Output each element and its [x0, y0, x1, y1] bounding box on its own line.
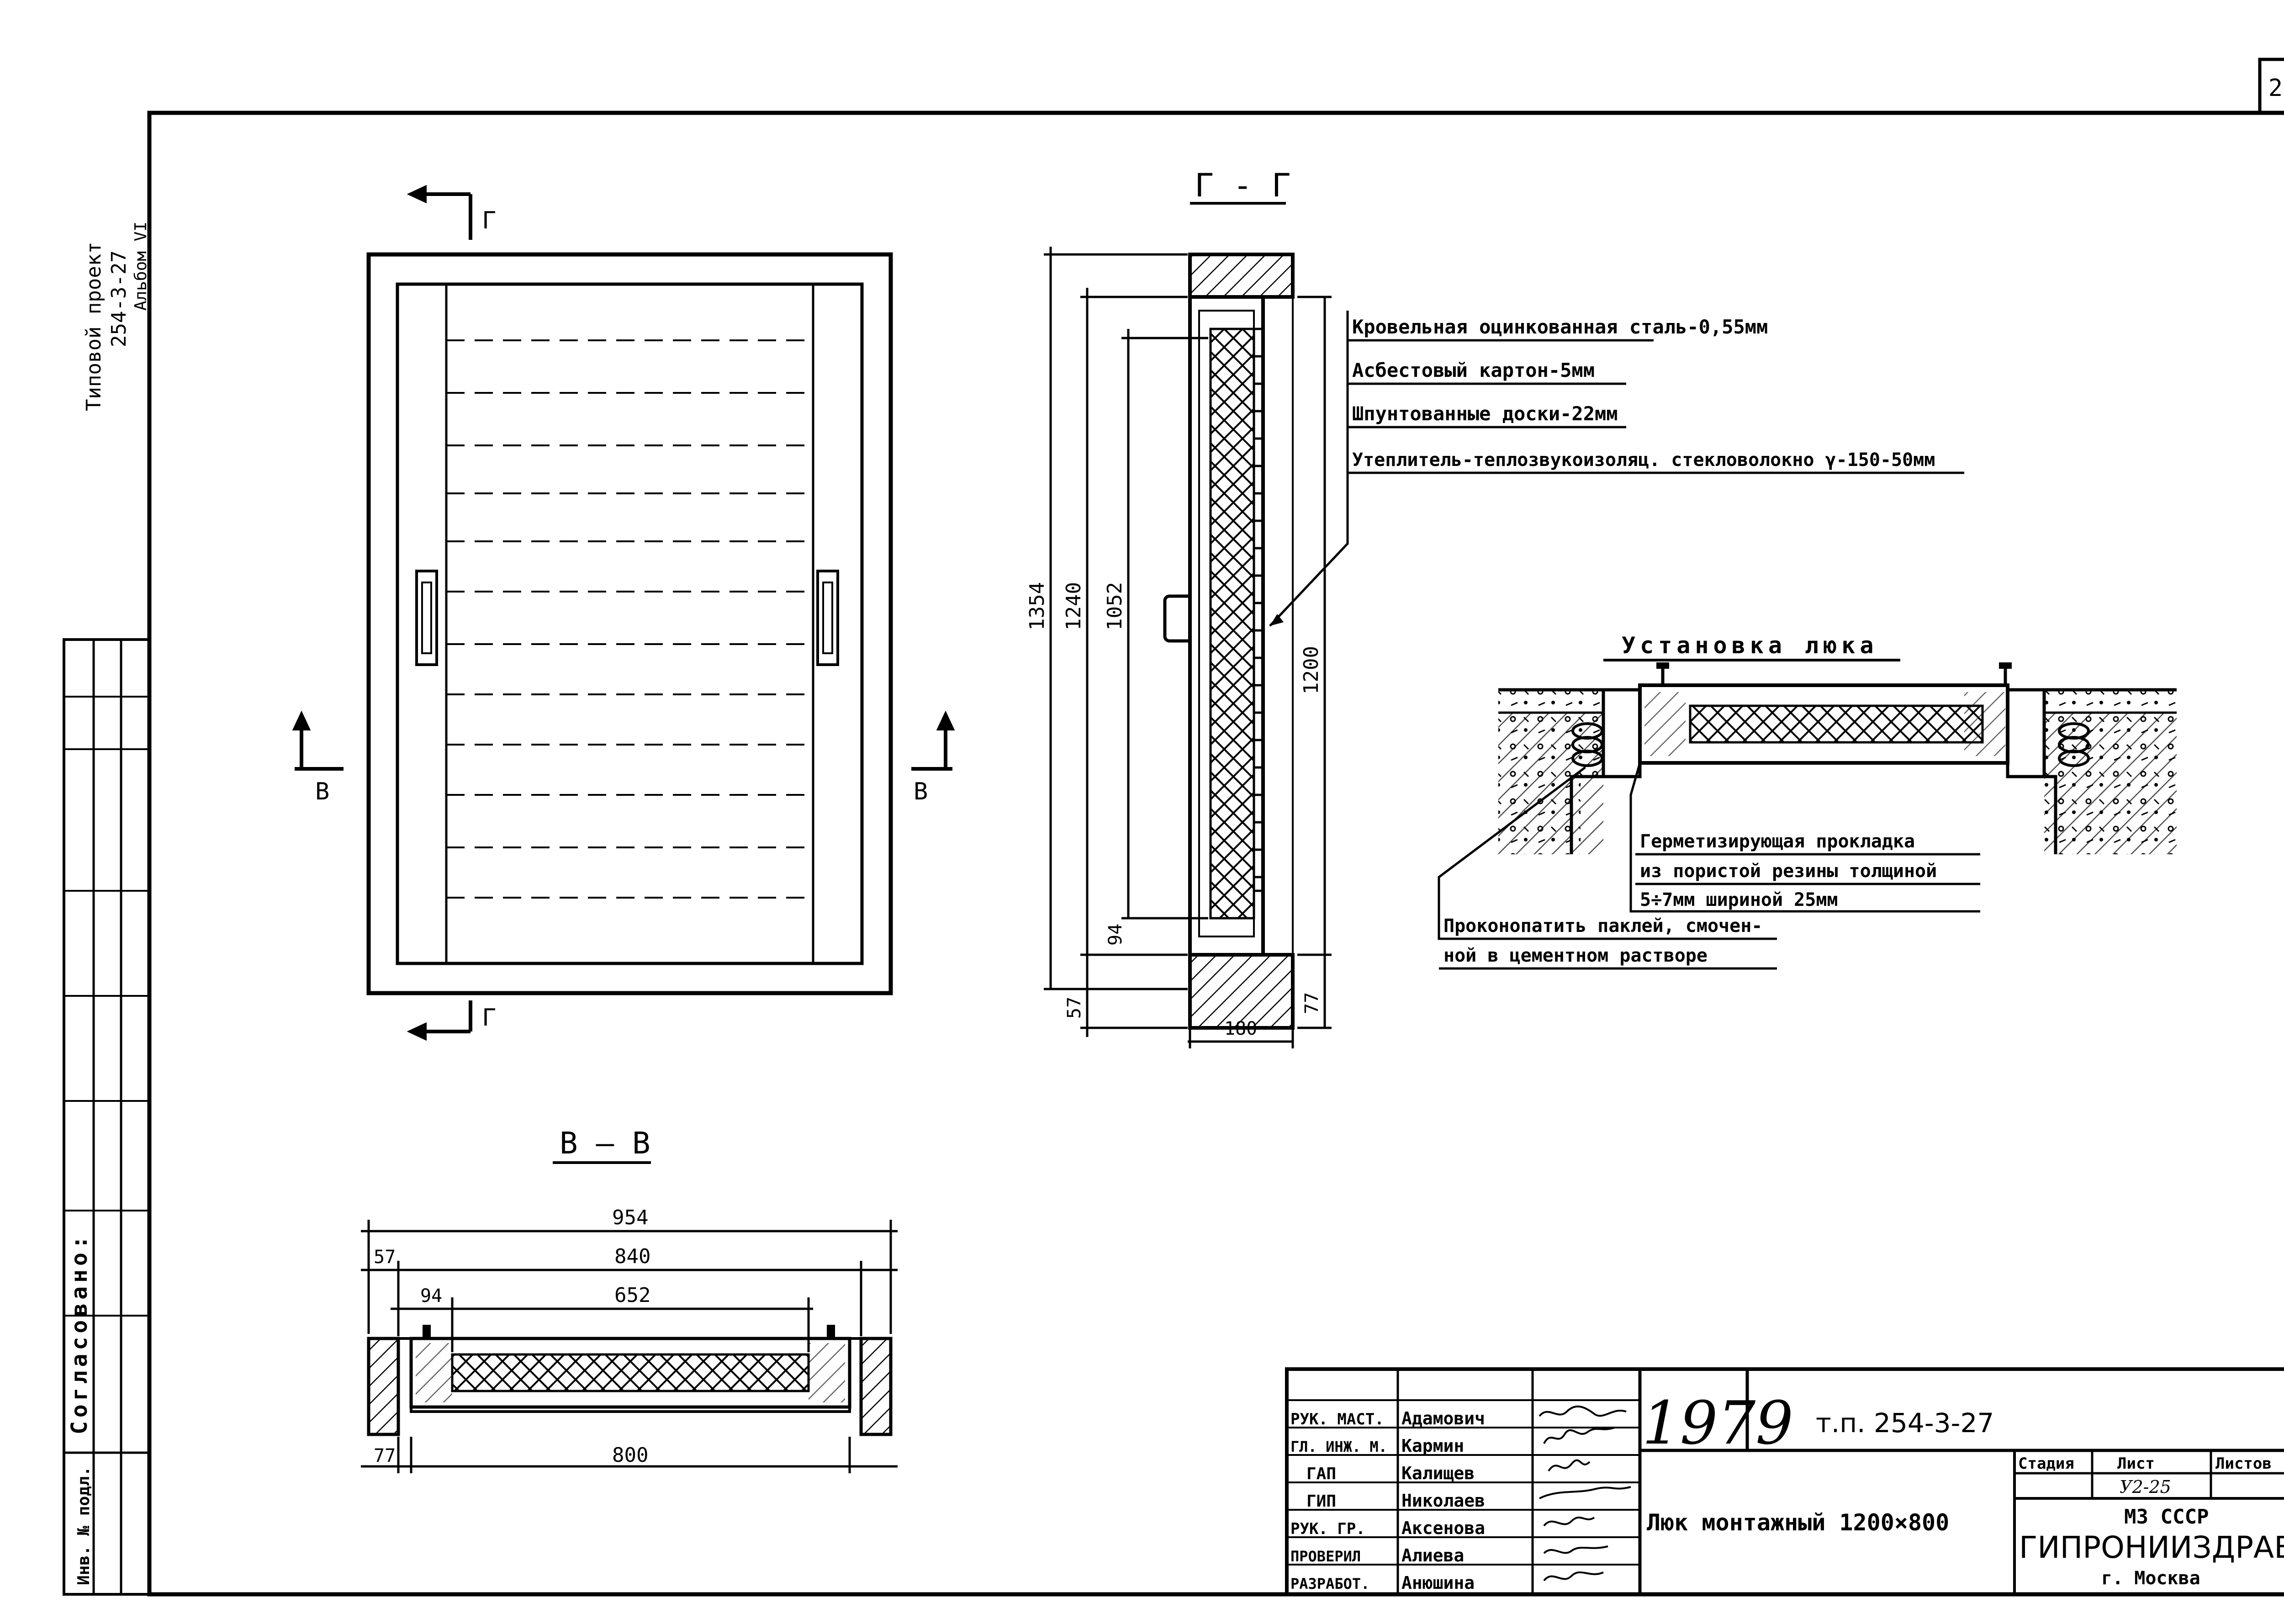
- inventory-label: Инв. № подл.: [74, 1466, 93, 1585]
- section-bb: В — В 954 57 840 9: [361, 1126, 898, 1473]
- installation-detail: Установка люка: [1438, 632, 2177, 970]
- year: 1979: [1642, 1388, 1793, 1458]
- org-line3: г. Москва: [2101, 1568, 2200, 1589]
- section-mark-left: В: [315, 778, 329, 805]
- installation-title: Установка люка: [1622, 632, 1878, 659]
- section-gg-dimensions: [1044, 247, 1332, 1048]
- sheets-header: Листов: [2215, 1455, 2272, 1473]
- org-line1: МЗ СССР: [2124, 1505, 2209, 1529]
- dim-94: 94: [1105, 924, 1126, 946]
- org-line2: ГИПРОНИИЗДРАВ: [2019, 1530, 2284, 1565]
- name-3: Калищев: [1401, 1463, 1475, 1483]
- role-7: РАЗРАБОТ.: [1290, 1575, 1369, 1592]
- dim-57: 57: [1064, 997, 1085, 1019]
- section-bb-dimensions: [361, 1220, 898, 1473]
- handle-left: [415, 570, 438, 666]
- plank-joints: [446, 339, 813, 899]
- signatures: [1539, 1405, 1631, 1582]
- dim-77: 77: [1301, 992, 1322, 1014]
- project-label-line2: 254-3-27: [107, 250, 131, 347]
- layer-steel: Кровельная оцинкованная сталь-0,55мм: [1352, 316, 1768, 338]
- name-5: Аксенова: [1401, 1518, 1485, 1538]
- stage-header: Стадия: [2018, 1455, 2074, 1473]
- dim-1052: 1052: [1103, 582, 1126, 630]
- item-title: Люк монтажный 1200×800: [1647, 1509, 1949, 1536]
- role-4: ГИП: [1306, 1492, 1336, 1511]
- plan-view: Г Г В В: [292, 185, 955, 1041]
- handle-right: [816, 570, 839, 666]
- layer-insulation: Утеплитель-теплозвукоизоляц. стекловолок…: [1352, 450, 1935, 471]
- gasket-line1: Герметизирующая прокладка: [1640, 831, 1915, 852]
- section-mark-right: В: [914, 778, 928, 805]
- dim-840: 840: [614, 1245, 650, 1268]
- section-mark-bottom: Г: [482, 1004, 496, 1032]
- dim-180: 180: [1224, 1018, 1257, 1039]
- approval-label: Согласовано:: [67, 1232, 92, 1434]
- hatch-leaf: [396, 282, 864, 965]
- layers-leader: [1269, 311, 1349, 627]
- section-mark-top: Г: [482, 207, 496, 234]
- gasket-line3: 5÷7мм шириной 25мм: [1640, 889, 1838, 910]
- drawing-code: т.п. 254-3-27: [1816, 1407, 1994, 1439]
- section-gg-title: Г - Г: [1195, 167, 1291, 204]
- dim-1240: 1240: [1062, 582, 1085, 630]
- sheet-header: Лист: [2117, 1455, 2155, 1473]
- sheet-value: У2-25: [2120, 1477, 2171, 1497]
- layer-boards: Шпунтованные доски-22мм: [1352, 402, 1618, 425]
- dim-800: 800: [612, 1444, 648, 1467]
- section-mark-bb: [292, 710, 955, 771]
- name-6: Алиева: [1401, 1545, 1464, 1566]
- role-3: ГАП: [1306, 1465, 1336, 1483]
- project-label-line3: Альбом VI: [132, 222, 150, 311]
- dim-94: 94: [420, 1285, 442, 1307]
- section-mark-gg: [407, 185, 472, 1041]
- section-bb-title: В — В: [560, 1126, 650, 1161]
- layer-asbestos: Асбестовый картон-5мм: [1352, 359, 1595, 381]
- approval-strip: Согласовано: Инв. № подл.: [63, 638, 151, 1596]
- project-label-line1: Типовой проект: [82, 242, 106, 411]
- dim-1354: 1354: [1026, 582, 1049, 630]
- dim-954: 954: [612, 1206, 648, 1229]
- role-2: ГЛ. ИНЖ. М.: [1290, 1438, 1387, 1455]
- section-gg: Г - Г: [1026, 167, 1349, 1048]
- name-7: Анюшина: [1401, 1573, 1475, 1593]
- caulk-line1: Проконопатить паклей, смочен-: [1443, 915, 1762, 936]
- caulk-line2: ной в цементном растворе: [1443, 945, 1708, 966]
- role-1: РУК. МАСТ.: [1290, 1410, 1384, 1428]
- dim-652: 652: [614, 1284, 650, 1307]
- role-5: РУК. ГР.: [1290, 1520, 1365, 1538]
- role-6: ПРОВЕРИЛ: [1290, 1548, 1361, 1565]
- layer-callouts: Кровельная оцинкованная сталь-0,55мм Асб…: [1348, 316, 1964, 474]
- name-1: Адамович: [1401, 1408, 1485, 1428]
- hatch-outer-frame: [366, 252, 893, 995]
- dim-1200: 1200: [1300, 646, 1323, 694]
- caulk-coils: [1571, 722, 2090, 767]
- dim-57: 57: [374, 1247, 396, 1268]
- title-block: РУК. МАСТ. ГЛ. ИНЖ. М. ГАП ГИП РУК. ГР. …: [1285, 1367, 2284, 1596]
- name-4: Николаев: [1401, 1491, 1485, 1511]
- project-label: Типовой проект 254-3-27 Альбом VI: [82, 222, 150, 411]
- gasket-line2: из пористой резины толщиной: [1640, 861, 1937, 882]
- page-number-box: [2258, 58, 2284, 115]
- name-2: Кармин: [1401, 1436, 1464, 1456]
- page-number: 29: [2268, 74, 2284, 102]
- dim-77: 77: [374, 1445, 396, 1466]
